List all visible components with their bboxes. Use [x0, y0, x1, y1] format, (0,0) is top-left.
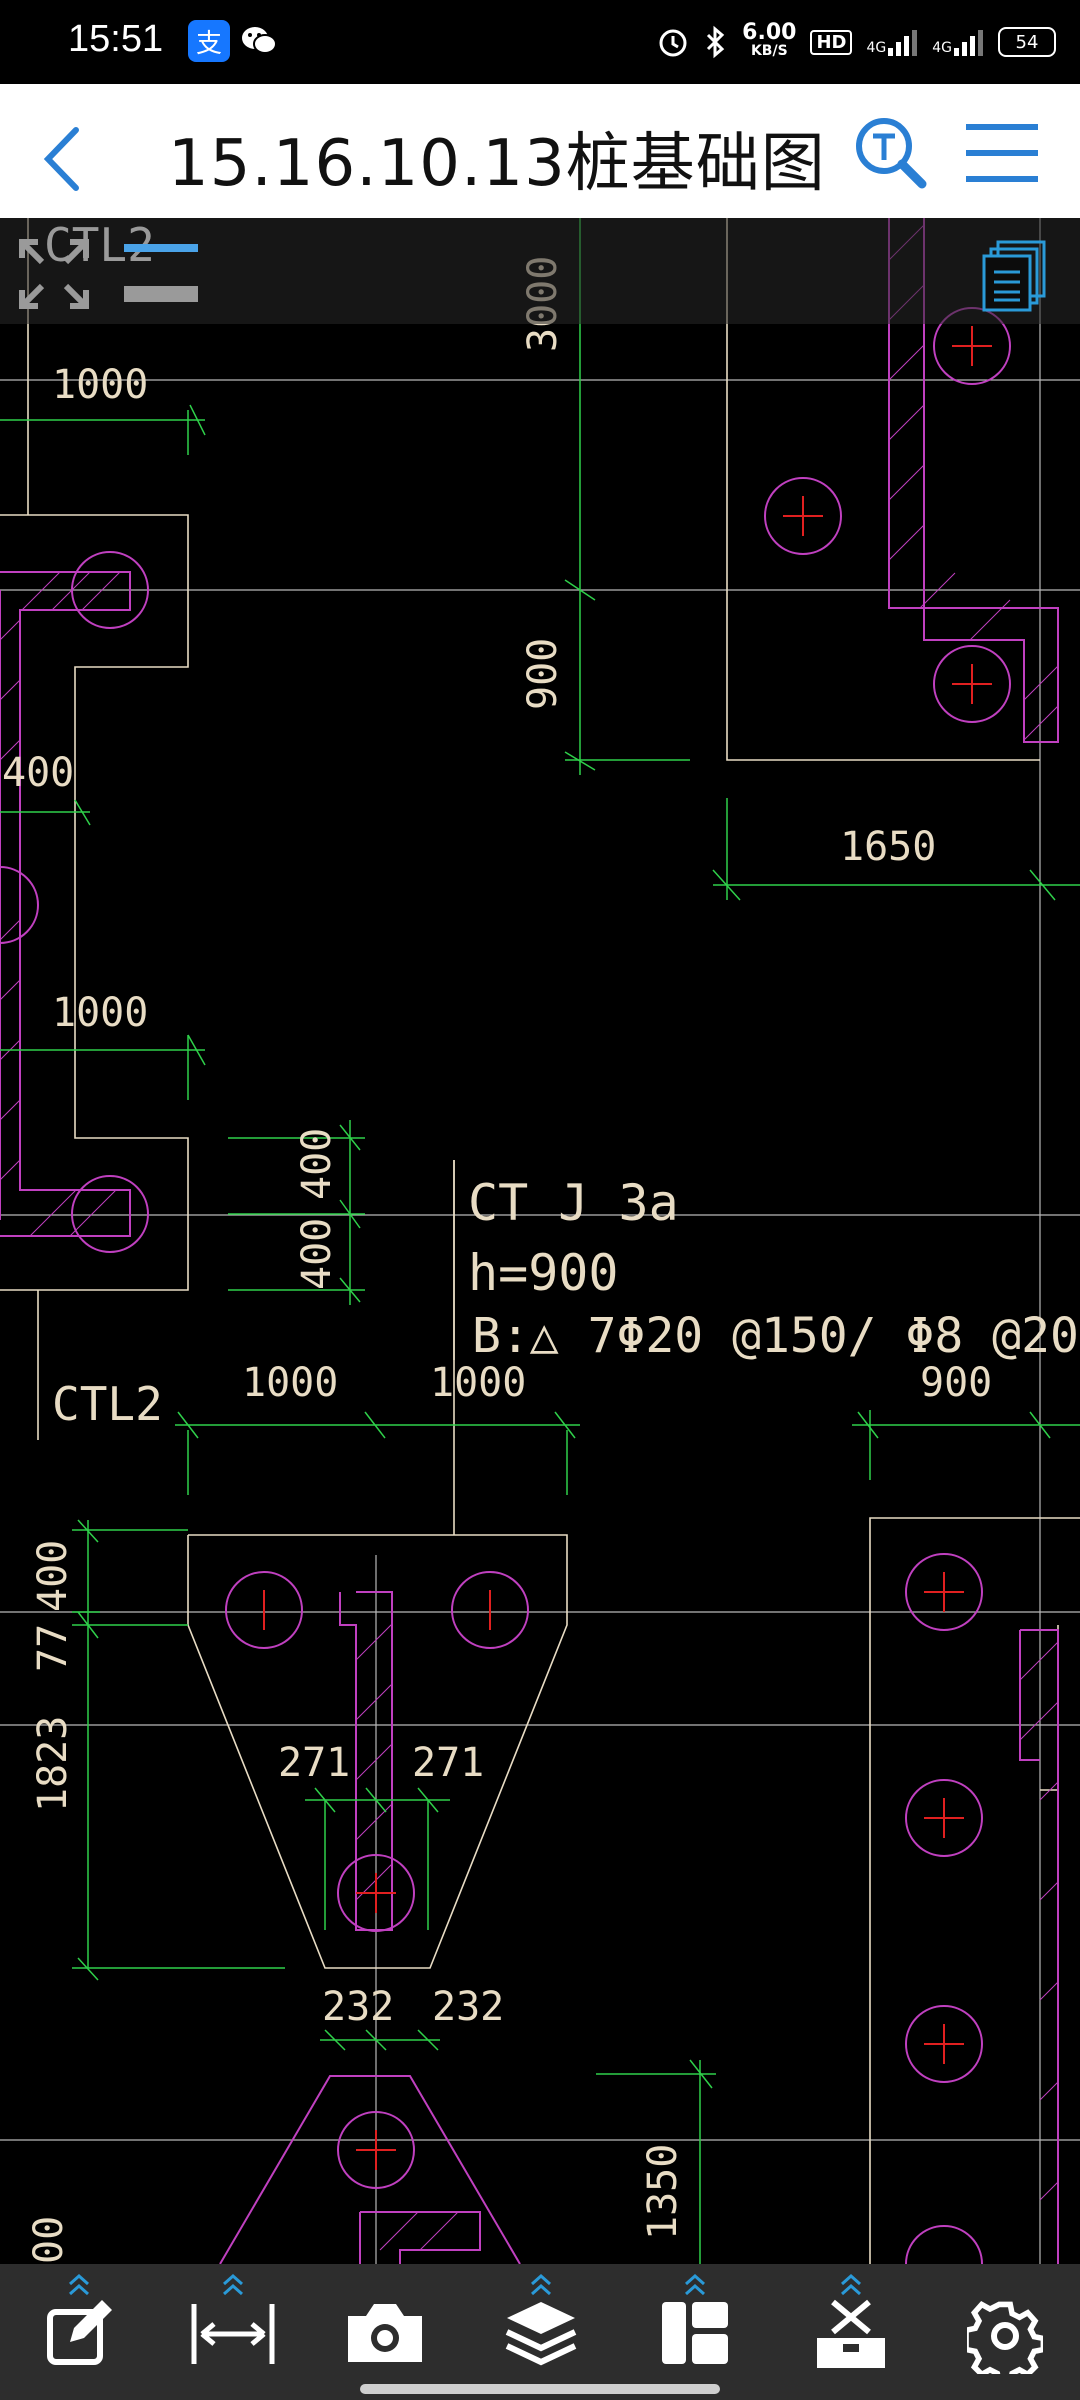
- toolbox-tool[interactable]: [786, 2264, 916, 2400]
- dimension-texts: 1000 3000 900 400 1650 1000 400 400 1000…: [2, 256, 992, 2264]
- edit-icon: [47, 2300, 112, 2365]
- layer-color-bar-gray: [124, 286, 198, 302]
- bluetooth-icon: [707, 25, 725, 59]
- document-list-icon[interactable]: [980, 238, 1050, 312]
- dim-text: 271: [278, 1740, 350, 1786]
- dim-text: 1000: [52, 362, 148, 408]
- text-search-icon[interactable]: [852, 114, 928, 190]
- dim-text: 77: [30, 1624, 76, 1672]
- camera-icon: [348, 2304, 422, 2362]
- hd-badge: HD: [810, 29, 853, 55]
- dim-text: 1000: [242, 1360, 338, 1406]
- dim-text: 271: [412, 1740, 484, 1786]
- label-ctj-name: CT J 3a: [468, 1174, 679, 1232]
- camera-tool[interactable]: [320, 2264, 450, 2400]
- signal-sim1: 4G: [866, 28, 918, 56]
- dim-text: 00: [26, 2216, 72, 2264]
- grid-lines: [0, 218, 1080, 2264]
- title-bar: 15.16.10.13桩基础图: [0, 84, 1080, 218]
- gear-icon: [967, 2300, 1043, 2374]
- bottom-toolbar: [0, 2264, 1080, 2400]
- wall-outlines: [0, 218, 1059, 2264]
- fullscreen-icon[interactable]: [18, 238, 90, 310]
- alipay-icon: 支: [188, 20, 230, 62]
- label-ctj-height: h=900: [468, 1244, 619, 1302]
- dim-text: 1000: [430, 1360, 526, 1406]
- wall-hatching: [0, 224, 1059, 2251]
- settings-tool[interactable]: [940, 2264, 1070, 2400]
- layers-tool[interactable]: [476, 2264, 606, 2400]
- toolbox-icon: [817, 2299, 885, 2368]
- status-time: 15:51: [68, 18, 164, 60]
- expand-chevron-icon: [841, 2273, 861, 2296]
- pile-cap-outlines: [0, 218, 1080, 2264]
- dim-text: 400: [2, 750, 74, 796]
- back-chevron-icon[interactable]: [38, 124, 86, 194]
- expand-chevron-icon: [531, 2273, 551, 2296]
- dim-text: 900: [520, 638, 566, 710]
- label-ctj-rebar: B:△ 7Φ20 @150/ Φ8 @200: [472, 1308, 1080, 1364]
- layout-icon: [662, 2302, 728, 2364]
- measure-icon: [191, 2304, 275, 2364]
- hamburger-menu-icon[interactable]: [964, 120, 1040, 186]
- dim-text: 900: [920, 1360, 992, 1406]
- measure-tool[interactable]: [168, 2264, 298, 2400]
- layout-tool[interactable]: [630, 2264, 760, 2400]
- expand-chevron-icon: [223, 2273, 243, 2296]
- page-title: 15.16.10.13桩基础图: [168, 127, 826, 201]
- dim-text: 232: [432, 1984, 504, 2030]
- expand-chevron-icon: [69, 2273, 89, 2296]
- layer-color-bar-blue: [124, 244, 198, 252]
- battery-indicator: 54: [998, 27, 1056, 57]
- dim-text: 1350: [640, 2144, 686, 2240]
- wechat-icon: [238, 20, 280, 62]
- alarm-icon: [659, 29, 687, 57]
- layers-icon: [505, 2302, 577, 2366]
- dim-text: 1650: [840, 824, 936, 870]
- dim-text: 400: [294, 1128, 340, 1200]
- dimension-lines: [0, 218, 1080, 2264]
- dim-text: 1000: [52, 990, 148, 1036]
- piles: [0, 307, 1011, 2264]
- cad-drawing-canvas[interactable]: 1000 3000 900 400 1650 1000 400 400 1000…: [0, 218, 1080, 2264]
- edit-tool[interactable]: [14, 2264, 144, 2400]
- annotations: CTL2 CT J 3a h=900 B:△ 7Φ20 @150/ Φ8 @20…: [52, 1174, 1080, 1431]
- expand-chevron-icon: [685, 2273, 705, 2296]
- dim-text: 232: [322, 1984, 394, 2030]
- signal-sim2: 4G: [932, 28, 984, 56]
- canvas-overlay-bar: CTL2: [0, 218, 1080, 324]
- dim-text: 1823: [30, 1716, 76, 1812]
- label-ctl2-mid: CTL2: [52, 1377, 163, 1431]
- dim-text: 400: [30, 1540, 76, 1612]
- dim-text: 400: [294, 1218, 340, 1290]
- home-indicator[interactable]: [360, 2384, 720, 2394]
